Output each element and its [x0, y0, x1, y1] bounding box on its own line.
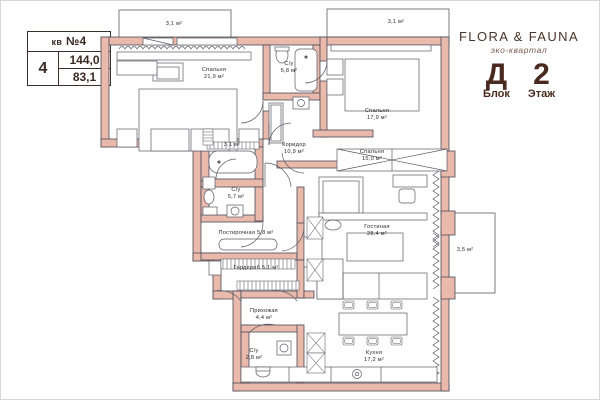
brand-codes: Д Блок 2 Этаж: [449, 58, 589, 100]
room-label-balcony-right: 3,5 м²: [456, 247, 474, 253]
room-label-laundry: Постирочная 5,8 м²: [218, 230, 274, 236]
branding-block: FLORA & FAUNA эко-квартал Д Блок 2 Этаж: [449, 29, 589, 100]
floor-code: 2 Этаж: [527, 58, 556, 100]
balcony-details: [142, 37, 238, 46]
room-label-wardrobe: Гардероб 5,1 м²: [233, 265, 279, 271]
doors: [214, 60, 328, 334]
apartment-info-box: кв №4 4 144,0 83,1: [27, 31, 111, 86]
apartment-title-prefix: кв: [51, 37, 63, 47]
block-code: Д Блок: [482, 58, 510, 100]
brand-title: FLORA & FAUNA: [458, 29, 580, 44]
room-label-balcony-mid: 3,1 м²: [223, 142, 241, 148]
apartment-info-row: 4 144,0 83,1: [28, 52, 110, 85]
apartment-title: кв №4: [28, 32, 110, 52]
room-count: 4: [28, 52, 59, 85]
area-cells: 144,0 83,1: [59, 52, 110, 85]
room-label-balcony-top-right: 3,1 м²: [387, 19, 405, 25]
block-value: Д: [485, 58, 508, 91]
floor-label: Этаж: [527, 87, 556, 100]
window-glazing: [116, 44, 440, 378]
living-area: 83,1: [72, 70, 97, 84]
floor-value: 2: [533, 58, 550, 91]
block-label: Блок: [482, 87, 510, 100]
cabinet-hatching: [202, 128, 326, 374]
balconies: [118, 8, 496, 294]
room-label-balcony-top-left: 3,1 м²: [165, 21, 183, 27]
apartment-title-number: №4: [65, 34, 87, 48]
total-area: 144,0: [59, 52, 110, 69]
brand-subtitle: эко-квартал: [490, 45, 548, 55]
